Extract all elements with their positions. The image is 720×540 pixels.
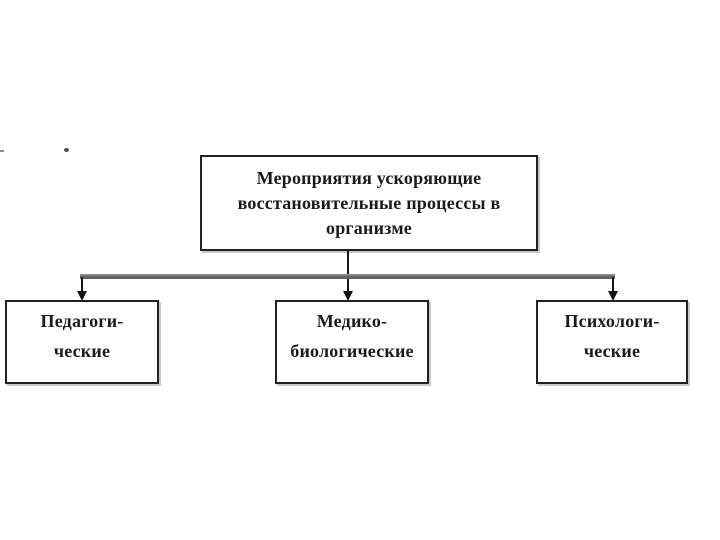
left-arrow-down-icon: [77, 291, 87, 301]
child-box-pedagogical-line-2: ческие: [53, 341, 111, 361]
child-box-psychological: Психологи- ческие: [536, 300, 688, 384]
distribution-bar: [80, 274, 615, 279]
root-box-line-3: организме: [326, 218, 412, 238]
root-box: Мероприятия ускоряющие восстановительные…: [200, 155, 538, 251]
child-box-medico-biological: Медико- биологические: [275, 300, 429, 384]
artifact-dot: [64, 148, 69, 152]
root-connector-line: [347, 251, 349, 276]
right-arrow-down-icon: [608, 291, 618, 301]
child-box-medico-biological-line-1: Медико-: [316, 311, 388, 331]
child-box-psychological-line-1: Психологи-: [564, 311, 660, 331]
left-branch-line: [81, 277, 83, 292]
center-branch-line: [347, 279, 349, 292]
center-arrow-down-icon: [343, 291, 353, 301]
artifact-dash: [0, 150, 4, 152]
child-box-pedagogical: Педагоги- ческие: [5, 300, 159, 384]
child-box-pedagogical-line-1: Педагоги-: [40, 311, 124, 331]
root-box-line-1: Мероприятия ускоряющие: [256, 168, 482, 188]
child-box-medico-biological-line-2: биологические: [290, 341, 414, 361]
right-branch-line: [612, 277, 614, 292]
child-box-psychological-line-2: ческие: [583, 341, 641, 361]
root-box-line-2: восстановительные процессы в: [237, 193, 501, 213]
